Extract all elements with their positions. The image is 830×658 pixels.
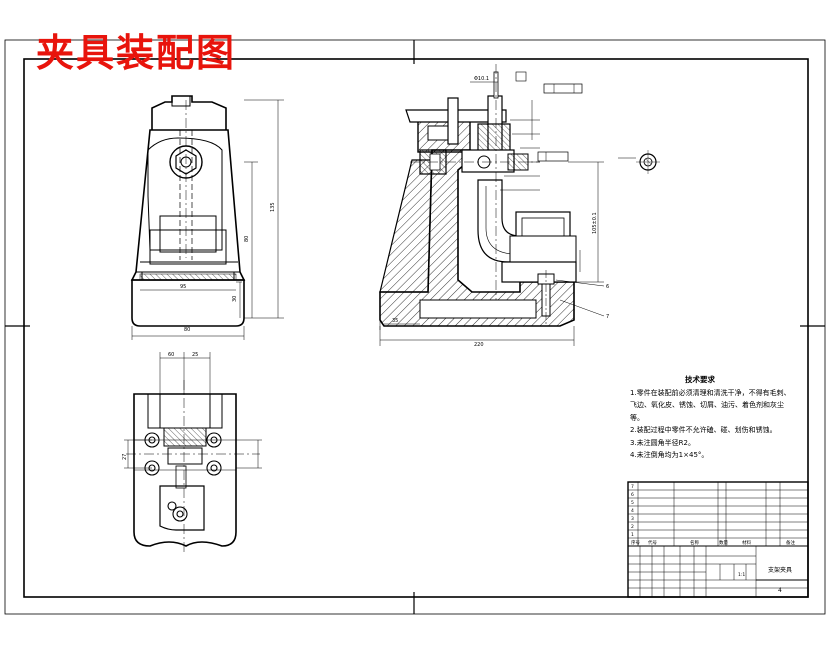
front-width-dim: 80 bbox=[184, 327, 190, 333]
col-label-3: 数量 bbox=[719, 539, 728, 546]
top-view bbox=[124, 352, 262, 552]
leader-6: 6 bbox=[606, 284, 609, 290]
col-label-1: 代号 bbox=[648, 539, 657, 546]
tech-req-heading: 技术要求 bbox=[685, 375, 715, 384]
front-mid-dim: 80 bbox=[244, 236, 250, 242]
sheet-border bbox=[4, 39, 826, 615]
row-label-2: 5 bbox=[631, 500, 634, 506]
side-base-dim: 35 bbox=[392, 318, 398, 324]
front-base-dim: 30 bbox=[232, 296, 238, 302]
drawing-title: 夹具装配图 bbox=[36, 30, 237, 75]
tech-req-line-5: 3.未注圆角半径R2。 bbox=[630, 438, 695, 447]
top-right-dim: 25 bbox=[192, 352, 198, 358]
col-label-0: 序号 bbox=[631, 539, 640, 546]
front-height-dim: 135 bbox=[270, 202, 276, 212]
col-label-5: 备注 bbox=[786, 539, 795, 546]
leader-7: 7 bbox=[606, 314, 609, 320]
row-label-6: 1 bbox=[631, 532, 634, 538]
title-block bbox=[627, 481, 809, 598]
top-side-dim: 27 bbox=[122, 454, 128, 460]
row-label-0: 7 bbox=[631, 484, 634, 490]
scale-value: 1:1 bbox=[738, 572, 745, 578]
top-left-dim: 60 bbox=[168, 352, 174, 358]
drawing-name: 支架夹具 bbox=[768, 566, 792, 574]
detail-view bbox=[618, 150, 660, 174]
tech-req-line-6: 4.未注倒角均为1×45°。 bbox=[630, 451, 709, 459]
side-height-dim: 105±0.1 bbox=[592, 212, 598, 234]
front-view bbox=[130, 95, 284, 340]
tech-req-line-1: 1.零件在装配前必须清理和清洗干净，不得有毛刺、 bbox=[630, 388, 791, 397]
row-label-5: 2 bbox=[631, 524, 634, 530]
side-width-dim: 220 bbox=[474, 342, 484, 348]
side-section-view bbox=[379, 64, 605, 346]
row-label-4: 3 bbox=[631, 516, 634, 522]
col-label-2: 名称 bbox=[690, 539, 699, 546]
technical-requirements: 技术要求 1.零件在装配前必须清理和清洗干净，不得有毛刺、 飞边、氧化皮、锈蚀、… bbox=[630, 374, 791, 462]
parts-list-labels: 序号 代号 名称 数量 材料 备注 7 6 5 4 3 2 1 bbox=[631, 484, 795, 546]
tech-req-line-2: 飞边、氧化皮、锈蚀、切屑、油污、着色剂和灰尘 bbox=[630, 401, 784, 409]
tech-req-line-3: 等。 bbox=[630, 413, 644, 422]
sheet-number: 4 bbox=[778, 587, 782, 594]
row-label-3: 4 bbox=[631, 508, 634, 514]
col-label-4: 材料 bbox=[742, 539, 751, 546]
tech-req-line-4: 2.装配过程中零件不允许磕、碰、划伤和锈蚀。 bbox=[630, 426, 777, 434]
side-top-dim: Φ10.1 bbox=[474, 76, 489, 82]
row-label-1: 6 bbox=[631, 492, 634, 498]
front-inner-dim: 95 bbox=[180, 284, 186, 290]
